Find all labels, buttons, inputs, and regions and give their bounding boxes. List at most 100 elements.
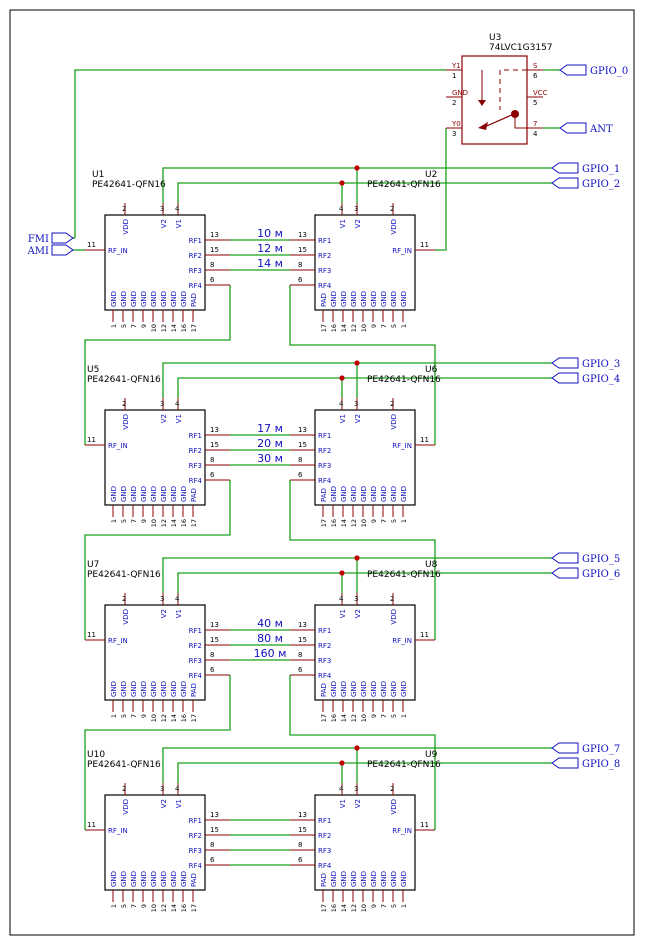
pin-num-bottom: 9 — [140, 714, 148, 718]
pin-num-rf-in: 11 — [420, 241, 429, 249]
pin-num-bottom: 5 — [390, 904, 398, 908]
pin-label-top: V1 — [175, 414, 183, 423]
port-gpio-flag — [551, 162, 579, 174]
pin-label-bottom: GND — [360, 291, 368, 307]
pin-num-bottom: 14 — [170, 519, 178, 527]
gpio-line — [177, 377, 552, 398]
pin-num-rf1: 13 — [210, 231, 219, 239]
pin-num-bottom: 7 — [380, 519, 388, 523]
pin-label-rf2: RF2 — [318, 642, 331, 650]
pin-num-bottom: 1 — [400, 519, 408, 523]
pin-label-top: VDD — [122, 414, 130, 430]
pin-label-bottom: GND — [110, 486, 118, 502]
pin-label-top: VDD — [390, 799, 398, 815]
pin-num-bottom: 14 — [340, 519, 348, 527]
pin-label-rf1: RF1 — [189, 237, 202, 245]
junction-dot — [339, 570, 345, 576]
switch-body — [104, 214, 206, 311]
pin-label-bottom: GND — [180, 871, 188, 887]
pin-num-rf-in: 11 — [420, 436, 429, 444]
pin-num-top: 2 — [390, 785, 394, 793]
pin-num-bottom: 12 — [350, 324, 358, 332]
port-gpio-label: GPIO_4 — [582, 374, 620, 385]
pin-num-rf3: 8 — [210, 456, 214, 464]
pin-num-top: 2 — [390, 205, 394, 213]
part-right: PE42641-QFN16 — [367, 760, 441, 770]
pin-num-rf3: 8 — [298, 456, 302, 464]
pin-num-bottom: 10 — [150, 714, 158, 722]
pin-label-bottom: GND — [330, 681, 338, 697]
pin-label-rf1: RF1 — [318, 237, 331, 245]
wires — [73, 69, 560, 866]
pin-num-top: 3 — [354, 785, 358, 793]
pin-label-bottom: GND — [140, 291, 148, 307]
pin-label-bottom: GND — [160, 291, 168, 307]
pin-num-top: 4 — [339, 205, 344, 213]
pin-label-top: VDD — [390, 414, 398, 430]
junction-dot — [354, 745, 360, 751]
filter-label: 40 м — [257, 617, 283, 630]
pin-num-bottom: 12 — [350, 519, 358, 527]
pin-num-top: 4 — [339, 400, 344, 408]
pin-num-top: 2 — [122, 595, 126, 603]
switch-body — [314, 214, 416, 311]
pin-num-bottom: 14 — [170, 324, 178, 332]
pin-label-bottom: GND — [120, 871, 128, 887]
pin-label-bottom: GND — [360, 681, 368, 697]
junction-dot — [339, 375, 345, 381]
pin-num-top: 2 — [122, 400, 126, 408]
rf4-link-right — [289, 285, 436, 445]
port-gpio0-label: GPIO_0 — [590, 66, 628, 77]
pin-num-bottom: 5 — [120, 519, 128, 523]
pin-num-rf4: 6 — [210, 471, 215, 479]
junction-dot — [339, 760, 345, 766]
mux-pin-name: GND — [452, 89, 468, 97]
pin-label-rf3: RF3 — [189, 267, 202, 275]
pin-num-top: 2 — [122, 205, 126, 213]
pin-num-bottom: 17 — [190, 714, 198, 722]
mux-pin-num: 6 — [533, 72, 538, 80]
pin-num-bottom: 1 — [110, 904, 118, 908]
port-gpio0-flag — [559, 64, 587, 76]
port-fmi-label: FMI — [28, 234, 49, 245]
pin-num-rf-in: 11 — [87, 241, 96, 249]
pin-label-bottom: PAD — [190, 488, 198, 502]
pin-label-bottom: GND — [350, 681, 358, 697]
filter-label: 10 м — [257, 227, 283, 240]
mux-pin-num: 3 — [452, 130, 456, 138]
pin-num-bottom: 16 — [330, 519, 338, 527]
pin-label-rf4: RF4 — [189, 282, 203, 290]
rf4-link-left — [84, 675, 231, 830]
pin-label-top: VDD — [390, 219, 398, 235]
pin-num-bottom: 14 — [340, 904, 348, 912]
port-fmi-flag — [51, 232, 74, 244]
pin-label-bottom: GND — [400, 291, 408, 307]
pin-num-rf2: 15 — [210, 826, 219, 834]
port-gpio-flag — [551, 372, 579, 384]
pin-label-bottom: GND — [150, 871, 158, 887]
pin-num-bottom: 7 — [130, 519, 138, 523]
pin-num-bottom: 10 — [150, 519, 158, 527]
mux-pin-name: S — [533, 62, 538, 70]
pin-num-rf-in: 11 — [420, 631, 429, 639]
pin-label-bottom: GND — [390, 291, 398, 307]
pin-label-bottom: GND — [110, 291, 118, 307]
pin-label-rf4: RF4 — [189, 862, 203, 870]
pin-num-rf1: 13 — [298, 231, 307, 239]
pin-label-bottom: PAD — [190, 873, 198, 887]
mux-arrow — [478, 100, 486, 106]
pin-num-top: 3 — [354, 400, 358, 408]
pin-label-rf2: RF2 — [189, 252, 202, 260]
pin-label-rf-in: RF_IN — [392, 442, 412, 450]
pin-label-rf2: RF2 — [189, 447, 202, 455]
gpio-line — [162, 362, 552, 398]
part-left: PE42641-QFN16 — [87, 375, 161, 385]
pin-label-top: V1 — [175, 219, 183, 228]
pin-label-bottom: GND — [130, 486, 138, 502]
rf4-link-left — [84, 285, 231, 445]
mux-pin-name: 7 — [533, 120, 537, 128]
pin-label-top: V2 — [354, 219, 362, 228]
port-gpio-flag — [551, 757, 579, 769]
pin-label-bottom: GND — [160, 871, 168, 887]
